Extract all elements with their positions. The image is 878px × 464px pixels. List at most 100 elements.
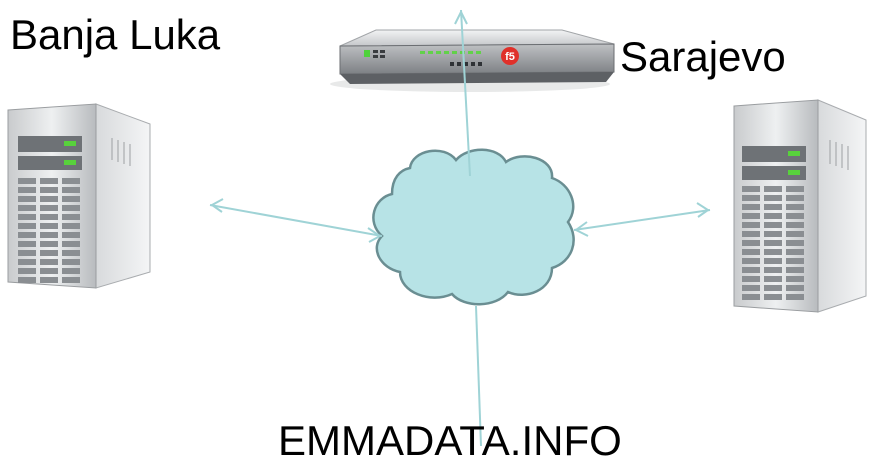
drive-bay [786, 222, 804, 228]
drive-bay [742, 186, 760, 192]
f5-badge-icon [501, 47, 519, 65]
city-label-sarajevo: Sarajevo [620, 33, 786, 80]
drive-bay [18, 196, 36, 202]
drive-bay [62, 223, 80, 229]
drive-bay [742, 249, 760, 255]
drive-bay [764, 240, 782, 246]
drive-bay [786, 285, 804, 291]
drive-bay [742, 240, 760, 246]
drive-bay [18, 178, 36, 184]
drive-bay [764, 186, 782, 192]
cloud-icon [372, 148, 575, 306]
drive-bay [742, 294, 760, 300]
drive-bay [40, 232, 58, 238]
drive-bay [40, 277, 58, 283]
drive-bay [786, 240, 804, 246]
drive-bay [40, 187, 58, 193]
drive-bay [18, 250, 36, 256]
drive-bay [62, 250, 80, 256]
drive-bay [742, 267, 760, 273]
drive-bay [40, 241, 58, 247]
drive-bay [786, 186, 804, 192]
connectors [209, 9, 711, 447]
drive-bay [742, 195, 760, 201]
status-led [476, 51, 481, 54]
drive-bay [764, 231, 782, 237]
drive-bay [742, 276, 760, 282]
drive-bay [742, 258, 760, 264]
drive-bay [62, 277, 80, 283]
drive-bay [786, 204, 804, 210]
drive-bay [764, 285, 782, 291]
status-led [452, 51, 457, 54]
drive-bay [40, 214, 58, 220]
drive-bay [18, 241, 36, 247]
drive-bay [40, 250, 58, 256]
drive-bay [742, 285, 760, 291]
server-tower-left-icon [7, 103, 151, 289]
drive-bay [18, 205, 36, 211]
arrowhead-left-outer [210, 198, 224, 213]
drive-bay [786, 213, 804, 219]
drive-bay [786, 231, 804, 237]
drive-bay [764, 267, 782, 273]
arrowhead-right-outer [696, 202, 710, 218]
status-led [444, 51, 449, 54]
drive-bay [764, 204, 782, 210]
network-port [450, 62, 454, 66]
drive-bay [742, 231, 760, 237]
drive-bay [764, 276, 782, 282]
network-port [471, 62, 475, 66]
drive-bay [764, 222, 782, 228]
drive-bay [18, 268, 36, 274]
drive-bay [62, 241, 80, 247]
drive-bay [786, 276, 804, 282]
status-led [468, 51, 473, 54]
network-port [464, 62, 468, 66]
drive-bay [18, 259, 36, 265]
drive-bay [18, 214, 36, 220]
connector-vertical-top [460, 9, 471, 177]
drive-bay [40, 205, 58, 211]
drive-bay [62, 214, 80, 220]
drive-bay [62, 178, 80, 184]
drive-bay [62, 259, 80, 265]
arrowhead-left-inner [367, 227, 382, 243]
network-port [478, 62, 482, 66]
site-label: EMMADATA.INFO [278, 417, 622, 464]
drive-bay [18, 232, 36, 238]
arrowhead-right-inner [574, 221, 589, 237]
drive-bay [62, 268, 80, 274]
drive-bay [40, 223, 58, 229]
connector-left [209, 204, 383, 237]
drive-bay [62, 232, 80, 238]
drive-bay [764, 258, 782, 264]
drive-bay [786, 294, 804, 300]
drive-bay [18, 187, 36, 193]
drive-bay [742, 213, 760, 219]
drive-bay [764, 213, 782, 219]
drive-bay [786, 267, 804, 273]
connector-right [573, 209, 711, 231]
network-port [457, 62, 461, 66]
drive-bay [18, 277, 36, 283]
drive-bay [18, 223, 36, 229]
status-led [436, 51, 441, 54]
drive-bay [786, 249, 804, 255]
drive-bay [40, 178, 58, 184]
drive-bay [764, 294, 782, 300]
drive-bay [40, 268, 58, 274]
server-tower-right-icon [733, 99, 867, 313]
connector-vertical-bottom [475, 305, 482, 447]
drive-bay [742, 222, 760, 228]
status-led [428, 51, 433, 54]
arrowhead-top [454, 9, 468, 25]
drive-bay [40, 196, 58, 202]
drive-bay [742, 204, 760, 210]
drive-bay [62, 205, 80, 211]
drive-bay [40, 259, 58, 265]
drive-bay [62, 187, 80, 193]
status-led [420, 51, 425, 54]
drive-bay [764, 195, 782, 201]
